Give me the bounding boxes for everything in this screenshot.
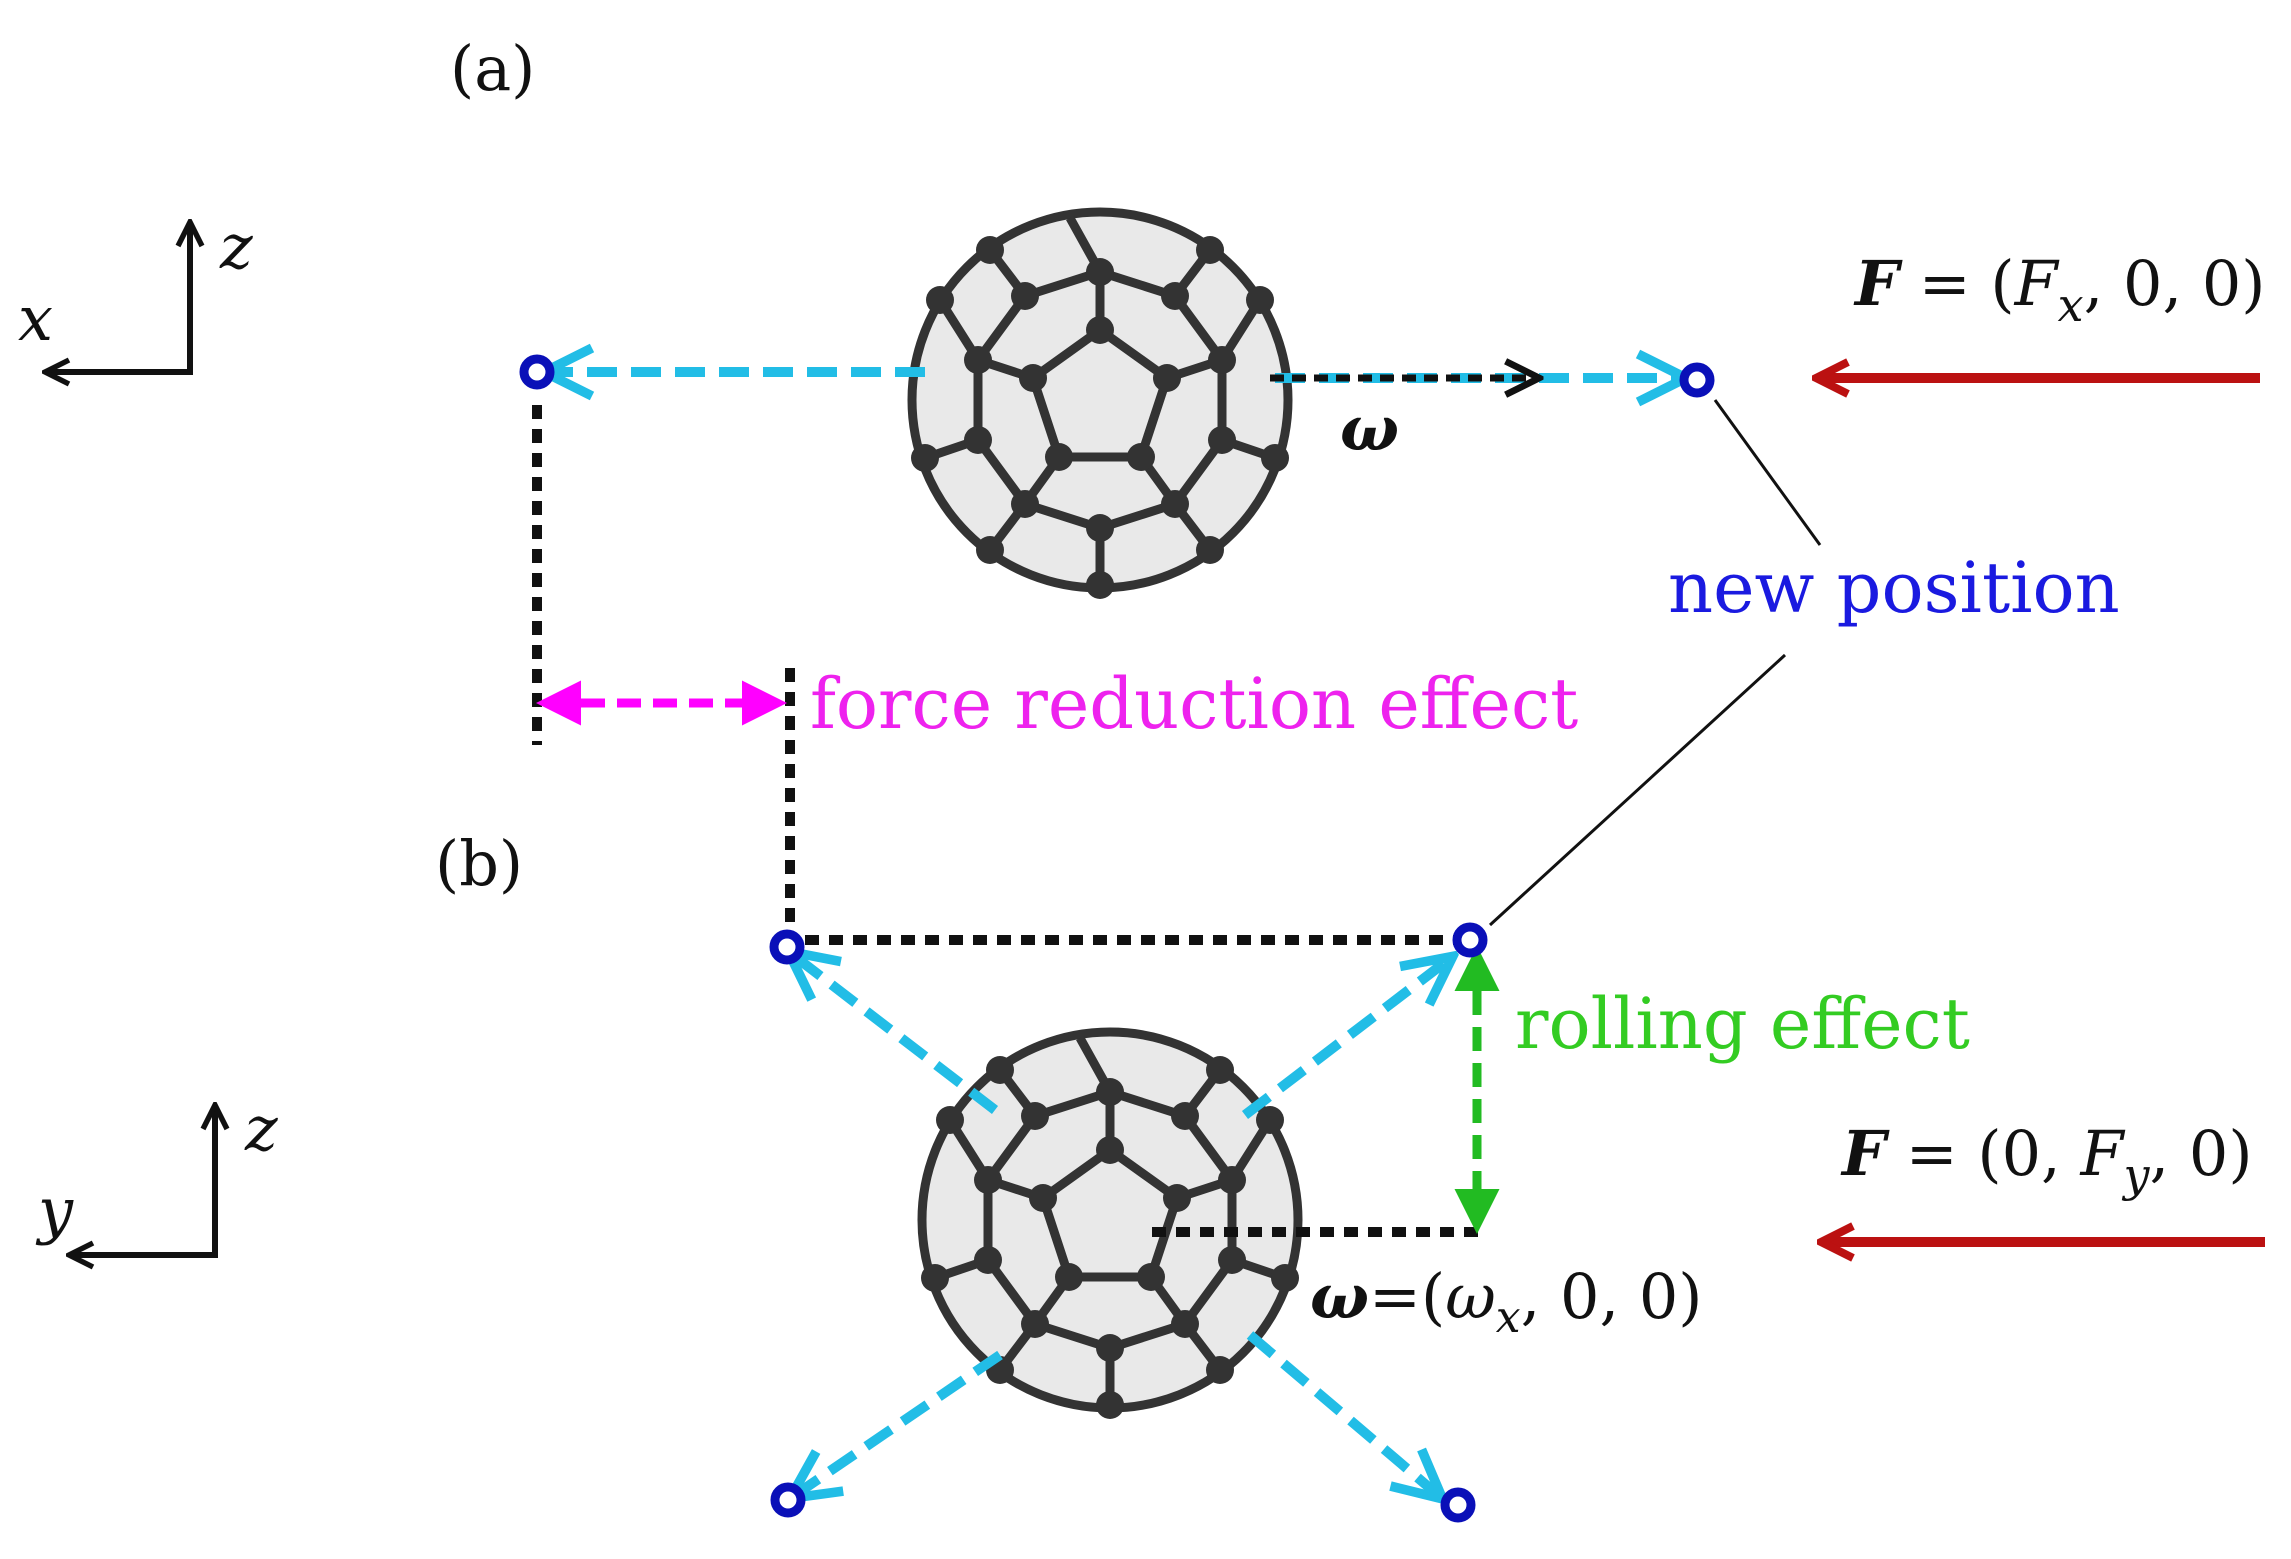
new-position-label: new position xyxy=(1668,547,2120,629)
cyan-arrow-b-lower-right xyxy=(1246,1331,1438,1495)
marker-b-upper-right xyxy=(1452,922,1488,958)
force-a-rest: , 0, 0) xyxy=(2084,247,2266,320)
panel-label-b: (b) xyxy=(435,827,523,900)
marker-b-lower-left xyxy=(770,1482,806,1518)
axis-b-horizontal-label: y xyxy=(35,1174,74,1247)
omega-b-rest: , 0, 0) xyxy=(1521,1260,1703,1333)
force-b-equals: = (0, xyxy=(1886,1117,2080,1190)
force-label-a: F = (Fx, 0, 0) xyxy=(1853,247,2266,332)
omega-b-equals: =( xyxy=(1369,1260,1445,1333)
axis-a-horizontal-label: x xyxy=(18,282,53,355)
axes-a: z x xyxy=(18,210,253,372)
cyan-arrow-b-upper-right xyxy=(1241,960,1448,1119)
force-b-subscript: y xyxy=(2121,1148,2150,1202)
omega-b-symbol: ω xyxy=(1310,1260,1369,1333)
force-a-component: F xyxy=(2014,247,2060,320)
omega-label-b: ω=(ωx, 0, 0) xyxy=(1310,1260,1703,1343)
force-b-component: F xyxy=(2079,1117,2125,1190)
force-b-rest: , 0) xyxy=(2149,1117,2252,1190)
omega-b-component: ω xyxy=(1445,1260,1496,1333)
leader-line-a xyxy=(1713,399,1822,546)
rolling-effect-label: rolling effect xyxy=(1515,983,1970,1065)
fullerene-b xyxy=(917,1027,1303,1419)
omega-b-subscript: x xyxy=(1496,1292,1521,1343)
axis-b-vertical-label: z xyxy=(244,1092,278,1165)
force-label-b: F = (0, Fy, 0) xyxy=(1840,1117,2253,1202)
force-reduction-label: force reduction effect xyxy=(810,663,1578,745)
marker-b-lower-right xyxy=(1440,1487,1476,1523)
panel-label-a: (a) xyxy=(450,32,535,105)
marker-a-right xyxy=(1679,362,1715,398)
axis-a-vertical-label: z xyxy=(219,210,253,283)
force-a-symbol: F xyxy=(1853,247,1903,320)
cyan-arrow-b-lower-left xyxy=(795,1350,1003,1495)
force-a-equals: = ( xyxy=(1899,247,2015,320)
omega-label-a: ω xyxy=(1340,392,1399,465)
cyan-arrow-b-upper-left xyxy=(793,955,999,1114)
leader-line-b xyxy=(1488,653,1787,927)
axes-b: z y xyxy=(35,1092,278,1255)
force-b-symbol: F xyxy=(1840,1117,1890,1190)
marker-a-left xyxy=(519,354,555,390)
fullerene-a xyxy=(907,207,1293,599)
marker-b-upper-left xyxy=(769,929,805,965)
force-a-subscript: x xyxy=(2058,278,2084,332)
